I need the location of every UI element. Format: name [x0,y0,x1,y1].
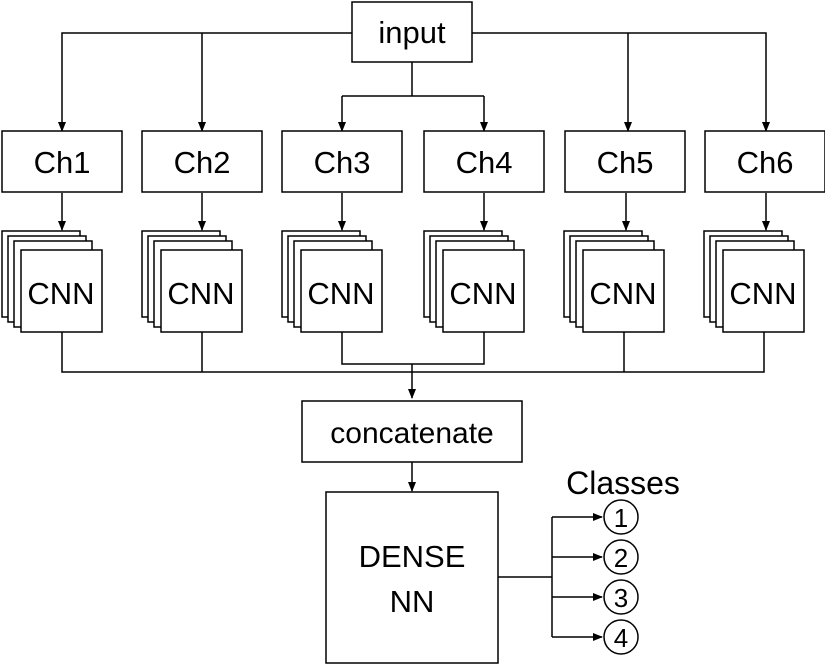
cnn-label: CNN [307,276,374,311]
cnn-stack-ch6: CNN [703,230,805,333]
cnn-stack-ch5: CNN [563,230,665,333]
channel-label: Ch2 [174,145,231,180]
channel-label: Ch3 [314,145,371,180]
cnn-stack-ch1: CNN [1,230,103,333]
dense-nn-node: DENSE NN [325,491,499,664]
class-node-2: 2 [603,539,639,575]
cnn-label: CNN [449,276,516,311]
channel-node-ch1: Ch1 [1,130,123,193]
channel-node-ch6: Ch6 [704,130,825,193]
edge-input-ch6 [472,32,770,132]
classes-group: Classes 1 2 3 4 [566,465,680,655]
class-node-4: 4 [603,619,639,655]
cnn-row: CNN CNN CNN CNN CNN [1,230,805,333]
channel-label: Ch1 [34,145,91,180]
class-label: 3 [614,583,628,613]
dense-label-line2: NN [390,584,435,619]
cnn-label: CNN [729,276,796,311]
edge-cnn-merge-inner [341,332,485,365]
channel-node-ch3: Ch3 [281,130,403,193]
input-label: input [378,15,446,50]
channel-label: Ch5 [597,145,654,180]
channel-label: Ch6 [737,145,794,180]
edge-input-ch1 [58,32,352,132]
class-label: 4 [614,623,628,653]
channel-node-ch5: Ch5 [564,130,686,193]
cnn-stack-ch2: CNN [141,230,243,333]
input-node: input [351,1,473,63]
channel-node-ch2: Ch2 [141,130,263,193]
class-label: 2 [614,543,628,573]
channel-row: Ch1 Ch2 Ch3 Ch4 Ch5 Ch6 [1,130,825,193]
concatenate-node: concatenate [301,400,523,463]
dense-label-line1: DENSE [359,539,466,574]
cnn-stack-ch4: CNN [423,230,525,333]
cnn-label: CNN [27,276,94,311]
cnn-label: CNN [589,276,656,311]
cnn-label: CNN [167,276,234,311]
class-node-3: 3 [603,579,639,615]
class-node-1: 1 [603,499,639,535]
channel-label: Ch4 [456,145,513,180]
channel-node-ch4: Ch4 [423,130,545,193]
edge-cnn-merge-outer [61,332,765,373]
class-label: 1 [614,503,628,533]
cnn-stack-ch3: CNN [281,230,383,333]
classes-title: Classes [566,465,680,501]
connectors [58,32,770,641]
concatenate-label: concatenate [330,417,493,450]
